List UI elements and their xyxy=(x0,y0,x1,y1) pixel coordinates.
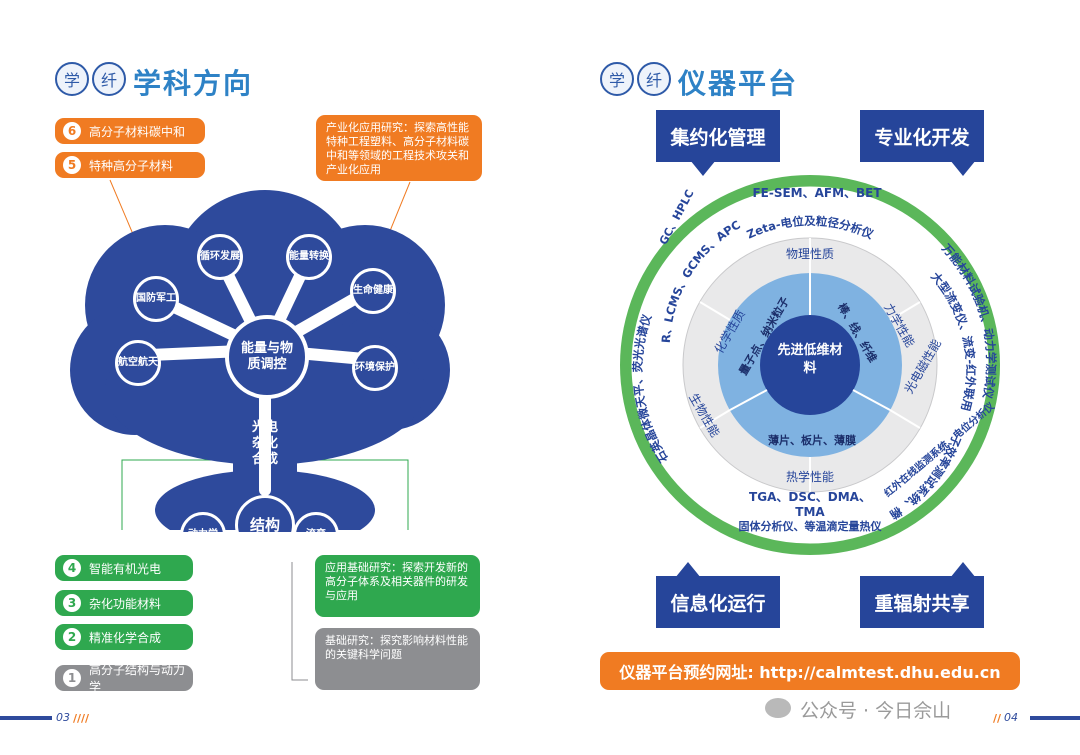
college-logo-icon: 纤 xyxy=(637,62,671,96)
college-logo-icon: 纤 xyxy=(92,62,126,96)
inner-ring-label: 薄片、板片、薄膜 xyxy=(768,434,856,447)
outer-ring-label: TGA、DSC、DMA、TMA xyxy=(749,490,871,519)
applied-research-box: 应用基础研究：探索开发新的高分子体系及相关器件的研发与应用 xyxy=(315,555,480,617)
university-logo-icon: 学 xyxy=(55,62,89,96)
middle-ring-label: 物理性质 xyxy=(785,247,834,261)
direction-number: 6 xyxy=(63,122,81,140)
tree-leaf: 航空航天 xyxy=(115,340,161,386)
direction-number: 3 xyxy=(63,594,81,612)
badge-notch-icon xyxy=(690,160,716,176)
direction-number: 2 xyxy=(63,628,81,646)
tree-trunk-label: 光电杂化合成 xyxy=(251,420,278,467)
direction-number: 4 xyxy=(63,559,81,577)
footer-bar xyxy=(0,716,52,720)
corner-badge-br: 重辐射共享 xyxy=(860,576,984,628)
corner-badge-bl: 信息化运行 xyxy=(656,576,780,628)
badge-notch-icon xyxy=(950,562,976,578)
tree-leaf: 生命健康 xyxy=(350,268,396,314)
tree-leaf: 环境保护 xyxy=(352,345,398,391)
direction-number: 5 xyxy=(63,156,81,174)
direction-pill-1: 1 高分子结构与动力学 xyxy=(55,663,193,694)
footer-bar xyxy=(1030,716,1080,720)
core-circle xyxy=(760,315,860,415)
corner-badge-tr: 专业化开发 xyxy=(860,110,984,162)
direction-pill-4: 4 智能有机光电 xyxy=(55,555,193,581)
direction-number: 1 xyxy=(63,669,81,687)
badge-notch-icon xyxy=(675,562,701,578)
tree-leaf: 能量转换 xyxy=(286,234,332,280)
page-title: 仪器平台 xyxy=(678,67,799,100)
page-number: 04 xyxy=(1004,711,1018,724)
direction-label: 高分子材料碳中和 xyxy=(89,124,186,139)
booking-url-link[interactable]: 仪器平台预约网址: http://calmtest.dhu.edu.cn xyxy=(600,652,1020,690)
outer-ring-label: FE-SEM、AFM、BET xyxy=(752,186,882,200)
direction-label: 精准化学合成 xyxy=(89,630,162,645)
basic-research-box: 基础研究：探究影响材料性能的关键科学问题 xyxy=(315,628,480,690)
university-logo-icon: 学 xyxy=(600,62,634,96)
page-number: 03 xyxy=(56,711,70,724)
outer-ring-label: 固体分析仪、等温滴定量热仪 xyxy=(738,520,882,533)
direction-label: 特种高分子材料 xyxy=(89,158,174,173)
watermark-text: 公众号 · 今日佘山 xyxy=(800,700,952,722)
middle-ring-label: 热学性能 xyxy=(785,470,834,484)
direction-pill-2: 2 精准化学合成 xyxy=(55,624,193,650)
direction-pill-6: 6 高分子材料碳中和 xyxy=(55,118,205,144)
tree-center: 能量与物质调控 xyxy=(225,315,309,399)
direction-label: 高分子结构与动力学 xyxy=(89,663,186,694)
direction-label: 智能有机光电 xyxy=(89,561,162,576)
direction-label: 杂化功能材料 xyxy=(89,596,162,611)
connector-line xyxy=(315,459,409,550)
direction-pill-3: 3 杂化功能材料 xyxy=(55,590,193,616)
corner-badge-tl: 集约化管理 xyxy=(656,110,780,162)
tree-leaf: 循环发展 xyxy=(197,234,243,280)
wechat-icon xyxy=(765,698,791,718)
direction-pill-5: 5 特种高分子材料 xyxy=(55,152,205,178)
page-title: 学科方向 xyxy=(133,67,254,100)
industry-research-box: 产业化应用研究：探索高性能特种工程塑料、高分子材料碳中和等领域的工程技术攻关和产… xyxy=(316,115,482,181)
platform-rings: Zeta-电位及粒径分析仪 NMR、LCMS、GCMS、APC 大型流变仪、流变… xyxy=(615,170,1000,555)
tree-leaf: 国防军工 xyxy=(133,276,179,322)
core-label: 先进低维材料 xyxy=(777,343,843,376)
footer-stripes-icon: //// xyxy=(73,712,90,725)
footer-stripes-icon: // xyxy=(993,712,1002,725)
badge-notch-icon xyxy=(950,160,976,176)
